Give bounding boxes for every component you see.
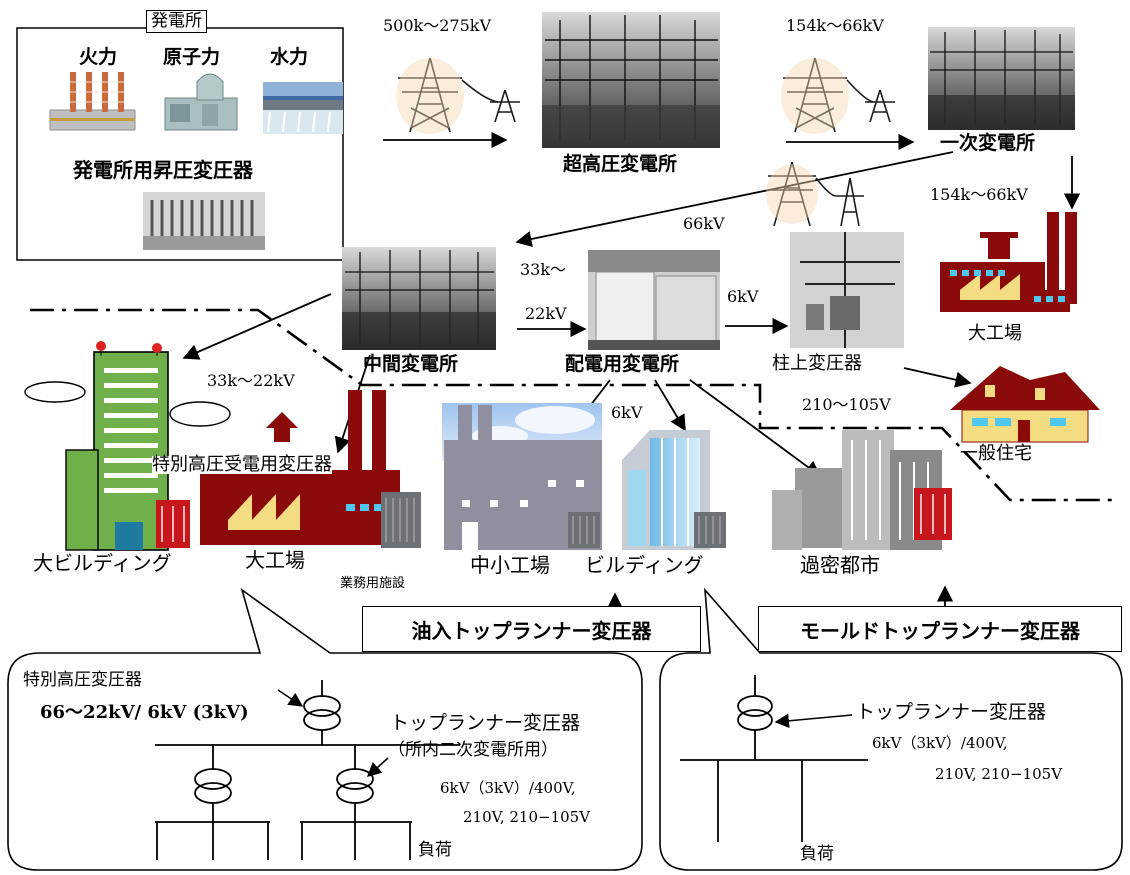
right-rating-2: 210V, 210−105V [935,765,1063,783]
large-factory-right-label: 大工場 [968,323,1022,344]
business-facility-label: 業務用施設 [340,576,406,591]
oil-toprunner-text: 油入トップランナー変圧器 [411,618,652,643]
right-rating-1: 6kV（3kV）/400V, [872,734,1008,752]
primary-voltage-label: 154k～66kV [786,16,884,35]
distribution-substation-label: 配電用変電所 [565,353,680,375]
distribution-6kv-label: 6kV [611,403,643,422]
large-factory-label: 大工場 [245,548,305,572]
pylon-icon [768,161,864,227]
power-plant-title: 発電所 [146,10,207,33]
hydro-power-label: 水力 [270,46,309,68]
ehv-substation-label: 超高圧変電所 [563,153,678,175]
mold-toprunner-label: モールドトップランナー変圧器 [758,606,1122,652]
right-detail-arrows [774,713,853,728]
special-hv-receiving-label: 特別高圧受電用変圧器 [152,454,332,475]
building-label: ビルディング [585,553,704,577]
thermal-plant-icon [49,72,136,131]
office-building-icon [622,430,710,550]
step-up-transformer-photo [143,192,265,250]
mold-toprunner-text: モールドトップランナー変圧器 [800,618,1080,643]
right-toprunner-label: トップランナー変圧器 [856,701,1047,723]
oil-transformer-icon [694,512,726,548]
ehv-voltage-label: 500k～275kV [383,16,492,35]
ehv-substation-photo [542,12,720,148]
right-load-label: 負荷 [800,844,834,864]
nuclear-plant-icon [164,73,238,131]
intermediate-voltage-label: 66kV [683,214,725,233]
intermediate-substation-photo [342,247,496,350]
left-toprunner-label: トップランナー変圧器 [390,712,581,734]
primary-substation-photo [928,27,1075,130]
distribution-voltage-label-b: 22kV [525,304,567,323]
mold-transformer-icon [156,500,190,548]
buildings-voltage-label: 33k～22kV [207,371,295,390]
hydro-dam-photo [263,82,343,134]
left-rating-2: 210V, 210−105V [463,808,591,826]
small-factory-label: 中小工場 [470,553,550,577]
thermal-power-label: 火力 [79,46,118,68]
residential-voltage-label: 210～105V [802,395,891,414]
oil-transformer-icon [568,512,600,548]
large-building-icon [24,341,231,551]
intermediate-substation-label: 中間変電所 [363,353,459,375]
left-load-label: 負荷 [418,840,452,860]
distribution-voltage-label-a: 33k～ [520,260,567,279]
pole-voltage-label: 6kV [727,287,759,306]
large-factory-icon [200,390,400,545]
mold-transformer-icon [914,488,952,540]
pole-transformer-photo [790,232,904,348]
distribution-substation-photo [588,250,720,350]
service-boundary-lines [30,308,1115,502]
pole-transformer-label: 柱上変圧器 [772,353,862,374]
large-building-label: 大ビルディング [33,551,172,575]
oil-toprunner-label: 油入トップランナー変圧器 [362,606,701,652]
right-single-line-diagram [680,675,868,842]
left-rating-1: 6kV（3kV）/400V, [440,779,576,797]
house-icon [950,366,1100,443]
left-special-hv-rating: 66～22kV/ 6kV (3kV) [40,702,249,723]
right-detail-callout [659,587,1123,871]
left-single-line-diagram [155,680,460,860]
pylon-icon [783,57,895,133]
left-special-hv-label: 特別高圧変圧器 [23,670,142,690]
oil-transformer-icon [381,492,421,548]
house-label: 一般住宅 [960,443,1032,464]
large-factory-right-icon [940,212,1077,312]
large-factory-voltage-label: 154k～66kV [930,185,1028,204]
step-up-transformer-label: 発電所用昇圧変圧器 [73,158,253,182]
dense-city-label: 過密都市 [800,553,880,577]
left-detail-arrows [277,689,389,777]
pylon-icon [398,57,520,133]
primary-substation-label: 一次変電所 [940,132,1036,154]
nuclear-power-label: 原子力 [163,46,221,68]
left-toprunner-note: （所内二次変電所用） [388,740,558,760]
